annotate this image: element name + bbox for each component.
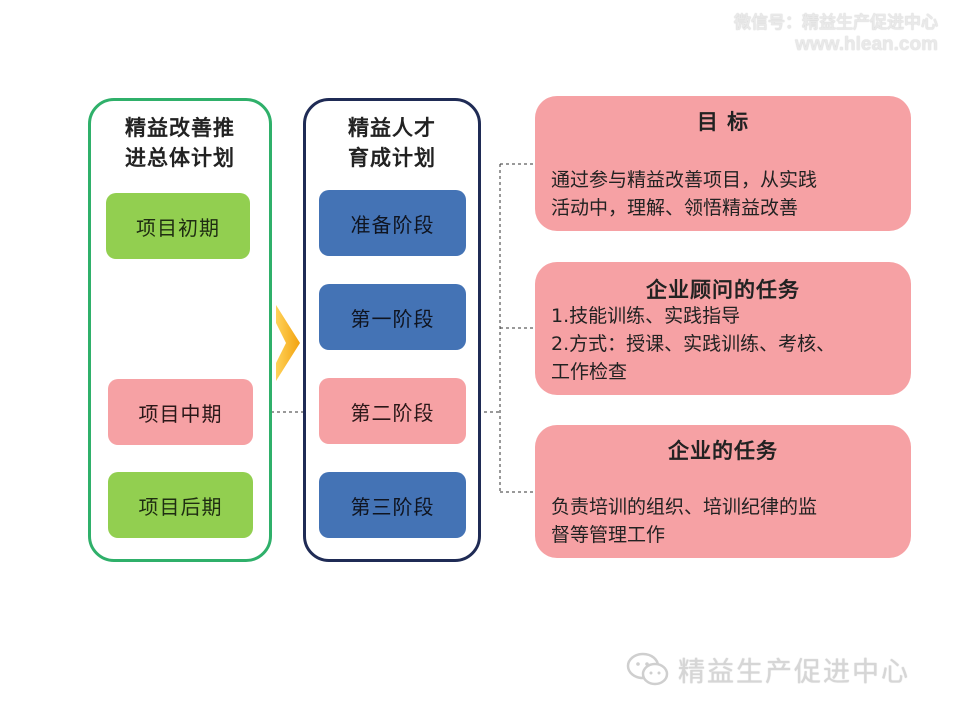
phase-box-late: 项目后期 xyxy=(108,472,253,538)
phase-label: 项目中期 xyxy=(138,401,223,426)
talent-plan-title-line1: 精益人才 xyxy=(348,116,436,140)
card-goal-title: 目 标 xyxy=(696,110,750,134)
phase-box-middle: 项目中期 xyxy=(108,379,253,445)
wechat-icon xyxy=(626,652,669,685)
card-line: 负责培训的组织、培训纪律的监 xyxy=(551,496,818,518)
card-consultant-title: 企业顾问的任务 xyxy=(646,278,800,302)
stage-box-second: 第二阶段 xyxy=(319,378,466,444)
card-enterprise-tasks: 企业的任务 负责培训的组织、培训纪律的监 督等管理工作 xyxy=(535,425,911,558)
stage-label: 准备阶段 xyxy=(350,212,435,237)
card-goal: 目 标 通过参与精益改善项目，从实践 活动中，理解、领悟精益改善 xyxy=(535,96,911,231)
stage-label: 第一阶段 xyxy=(350,306,435,331)
right-arrow-icon xyxy=(276,305,300,381)
watermark-wechat-id: 微信号：精益生产促进中心 xyxy=(734,13,938,32)
talent-plan-title-line2: 育成计划 xyxy=(348,146,436,170)
stage-box-first: 第一阶段 xyxy=(319,284,466,350)
stage-label: 第三阶段 xyxy=(350,494,435,519)
card-line: 2.方式：授课、实践训练、考核、 xyxy=(551,333,836,355)
card-enterprise-body: 负责培训的组织、培训纪律的监 督等管理工作 xyxy=(551,493,897,549)
card-line: 1.技能训练、实践指导 xyxy=(551,305,741,327)
overall-plan-title-line2: 进总体计划 xyxy=(125,146,235,170)
stage-box-prep: 准备阶段 xyxy=(319,190,466,256)
card-consultant-body: 1.技能训练、实践指导 2.方式：授课、实践训练、考核、 工作检查 xyxy=(551,302,897,386)
phase-box-early: 项目初期 xyxy=(106,193,250,259)
phase-label: 项目初期 xyxy=(136,215,220,240)
badge-text: 精益生产促进中心 xyxy=(678,657,910,688)
stage-label: 第二阶段 xyxy=(350,400,435,425)
watermark-url: www.hlean.com xyxy=(795,34,938,55)
overall-plan-title-line1: 精益改善推 xyxy=(125,116,235,140)
stage-box-third: 第三阶段 xyxy=(319,472,466,538)
card-line: 工作检查 xyxy=(551,361,628,383)
wechat-badge: 精益生产促进中心 xyxy=(626,650,910,689)
card-line: 活动中，理解、领悟精益改善 xyxy=(551,197,799,219)
card-goal-body: 通过参与精益改善项目，从实践 活动中，理解、领悟精益改善 xyxy=(551,166,897,222)
card-line: 督等管理工作 xyxy=(551,524,666,546)
card-line: 通过参与精益改善项目，从实践 xyxy=(551,169,818,191)
card-enterprise-title: 企业的任务 xyxy=(668,439,778,463)
card-consultant-tasks: 企业顾问的任务 1.技能训练、实践指导 2.方式：授课、实践训练、考核、 工作检… xyxy=(535,262,911,395)
phase-label: 项目后期 xyxy=(138,494,223,519)
